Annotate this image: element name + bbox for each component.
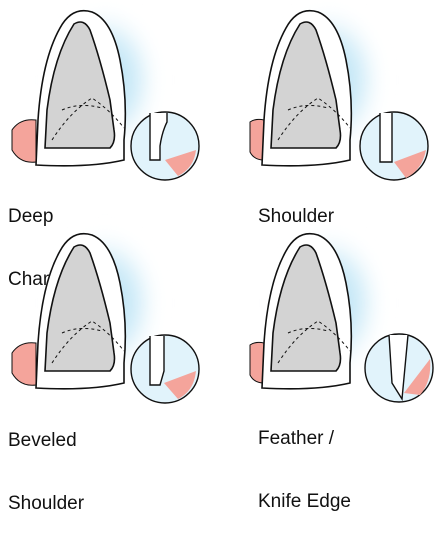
diagram-root: { "colors": { "glow": "#a9dcf2", "gum": … [0, 0, 447, 446]
magnified-inset [360, 112, 428, 180]
panel-deep-chamfer: Deep Chamfer [0, 0, 223, 223]
panel-feather-knife-edge: Feather / Knife Edge [224, 223, 447, 446]
panel-beveled-shoulder: Beveled Shoulder [0, 223, 223, 446]
label-line1: Beveled [8, 430, 84, 451]
magnified-inset [131, 335, 199, 403]
gum-tissue [12, 343, 36, 386]
label-line2: Knife Edge [258, 491, 351, 512]
inset-margin-profile [150, 336, 164, 385]
label-feather-knife-edge: Feather / Knife Edge [258, 386, 351, 554]
panel-shoulder: Shoulder [224, 0, 447, 223]
label-line2: Shoulder [8, 493, 84, 514]
inset-margin-profile [380, 113, 392, 162]
gum-tissue [12, 120, 36, 163]
label-beveled-shoulder: Beveled Shoulder [8, 388, 84, 556]
